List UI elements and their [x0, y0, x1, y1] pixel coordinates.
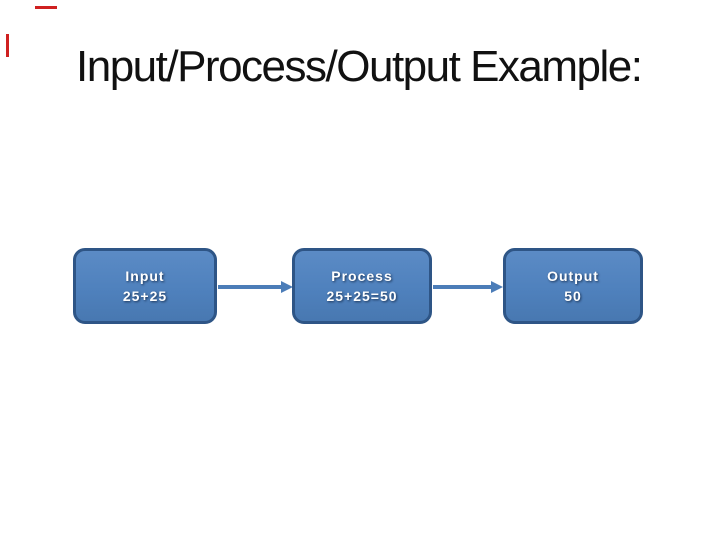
connector-input-to-process-line [218, 285, 282, 289]
slide-title: Input/Process/Output Example: [76, 42, 643, 91]
flow-box-input-value: 25+25 [122, 288, 168, 304]
connector-process-to-output-line [433, 285, 492, 289]
red-crop-mark-horizontal [35, 6, 57, 9]
flow-box-output: Output 50 [503, 248, 643, 324]
flow-box-output-value: 50 [564, 288, 582, 304]
flow-box-input-label: Input [125, 268, 165, 284]
connector-input-to-process-arrowhead-icon [281, 281, 293, 293]
flow-box-output-label: Output [547, 268, 599, 284]
flow-box-process-label: Process [331, 268, 393, 284]
flow-box-process-value: 25+25=50 [326, 288, 398, 304]
flow-box-input: Input 25+25 [73, 248, 217, 324]
red-crop-mark-vertical [6, 34, 9, 57]
connector-process-to-output-arrowhead-icon [491, 281, 503, 293]
flow-box-process: Process 25+25=50 [292, 248, 432, 324]
